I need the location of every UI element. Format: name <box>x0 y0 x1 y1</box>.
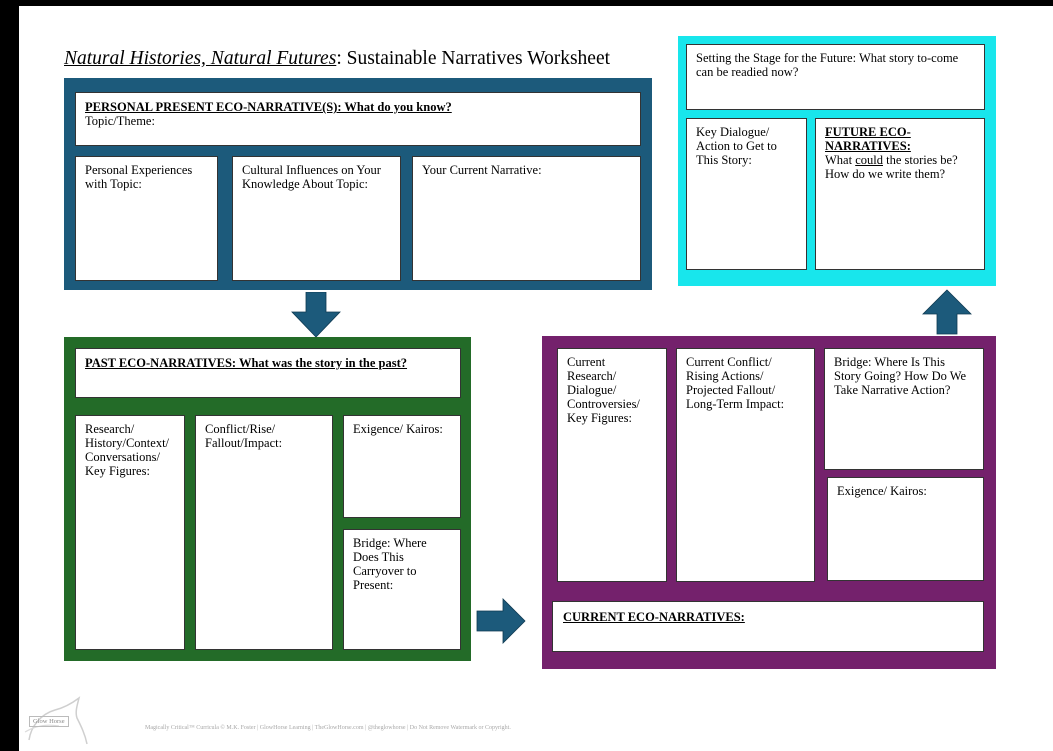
past-conflict-label: Conflict/Rise/ Fallout/Impact: <box>205 422 283 450</box>
personal-heading: PERSONAL PRESENT ECO-NARRATIVE(S): What … <box>85 100 452 114</box>
topic-label: Topic/Theme: <box>85 114 155 128</box>
future-question: What could the stories be? How do we wri… <box>825 153 975 181</box>
future-question-b: the stories be? How do we write them? <box>825 153 958 181</box>
current-heading: CURRENT ECO-NARRATIVES: <box>563 610 745 624</box>
current-narrative-box: Your Current Narrative: <box>412 156 641 281</box>
worksheet-page: Natural Histories, Natural Futures: Sust… <box>19 6 1053 751</box>
current-conflict-label: Current Conflict/ Rising Actions/ Projec… <box>686 355 785 411</box>
past-exigence-box: Exigence/ Kairos: <box>343 415 461 518</box>
current-narrative-label: Your Current Narrative: <box>422 163 542 177</box>
past-panel: PAST ECO-NARRATIVES: What was the story … <box>64 337 471 661</box>
worksheet-title: Natural Histories, Natural Futures: Sust… <box>64 48 610 70</box>
current-exigence-label: Exigence/ Kairos: <box>837 484 927 498</box>
future-narratives-box: FUTURE ECO- NARRATIVES: What could the s… <box>815 118 985 270</box>
title-rest: : Sustainable Narratives Worksheet <box>336 48 611 69</box>
up-arrow-icon <box>922 289 972 335</box>
down-arrow-icon <box>291 292 341 338</box>
setting-stage-box: Setting the Stage for the Future: What s… <box>686 44 985 110</box>
personal-experiences-label: Personal Experiences with Topic: <box>85 163 193 191</box>
future-question-could: could <box>855 153 883 167</box>
key-dialogue-box: Key Dialogue/ Action to Get to This Stor… <box>686 118 807 270</box>
key-dialogue-label: Key Dialogue/ Action to Get to This Stor… <box>696 125 777 167</box>
setting-stage-label: Setting the Stage for the Future: What s… <box>696 51 959 79</box>
current-bridge-label: Bridge: Where Is This Story Going? How D… <box>834 355 967 397</box>
future-heading-line1: FUTURE ECO- <box>825 125 911 139</box>
current-heading-box: CURRENT ECO-NARRATIVES: <box>552 601 984 652</box>
future-question-a: What <box>825 153 856 167</box>
past-heading-box: PAST ECO-NARRATIVES: What was the story … <box>75 348 461 398</box>
current-research-box: Current Research/ Dialogue/ Controversie… <box>557 348 667 582</box>
past-bridge-label: Bridge: Where Does This Carryover to Pre… <box>353 536 427 592</box>
current-bridge-box: Bridge: Where Is This Story Going? How D… <box>824 348 984 470</box>
personal-heading-box: PERSONAL PRESENT ECO-NARRATIVE(S): What … <box>75 92 641 146</box>
current-research-label: Current Research/ Dialogue/ Controversie… <box>567 355 640 425</box>
cultural-influences-label: Cultural Influences on Your Knowledge Ab… <box>242 163 381 191</box>
footer-copyright: Magically Critical™ Curricula © M.K. Fos… <box>145 725 511 731</box>
personal-present-panel: PERSONAL PRESENT ECO-NARRATIVE(S): What … <box>64 78 652 290</box>
right-arrow-icon <box>476 598 526 644</box>
past-research-label: Research/ History/Context/ Conversations… <box>85 422 170 478</box>
past-exigence-label: Exigence/ Kairos: <box>353 422 443 436</box>
past-bridge-box: Bridge: Where Does This Carryover to Pre… <box>343 529 461 650</box>
current-conflict-box: Current Conflict/ Rising Actions/ Projec… <box>676 348 815 582</box>
current-exigence-box: Exigence/ Kairos: <box>827 477 984 581</box>
past-heading: PAST ECO-NARRATIVES: What was the story … <box>85 356 408 370</box>
future-heading-line2: NARRATIVES: <box>825 139 911 153</box>
cultural-influences-box: Cultural Influences on Your Knowledge Ab… <box>232 156 401 281</box>
past-conflict-box: Conflict/Rise/ Fallout/Impact: <box>195 415 333 650</box>
future-panel: Setting the Stage for the Future: What s… <box>678 36 996 286</box>
past-research-box: Research/ History/Context/ Conversations… <box>75 415 185 650</box>
current-panel: Current Research/ Dialogue/ Controversie… <box>542 336 996 669</box>
title-italic: Natural Histories, Natural Futures <box>64 48 337 69</box>
personal-experiences-box: Personal Experiences with Topic: <box>75 156 218 281</box>
watermark-label: Glow Horse <box>29 716 69 727</box>
